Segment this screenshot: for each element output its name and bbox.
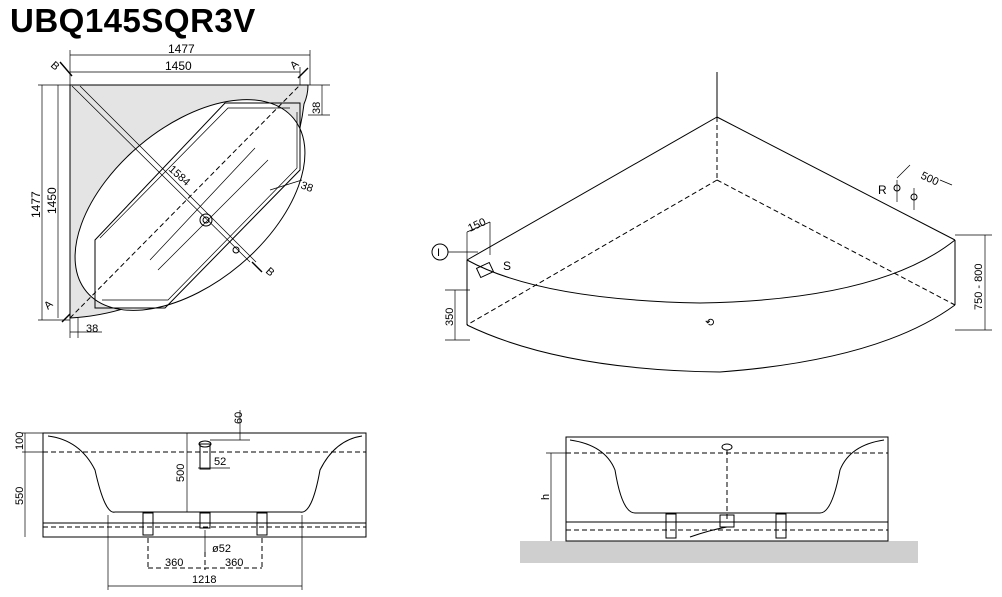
seat-outline	[94, 102, 301, 309]
section-view-left: 100 550 60 500 52 ø52 360 360 1218	[14, 410, 367, 590]
section-a-bottom: A	[42, 298, 56, 312]
dim-width-inner: 1450	[165, 59, 192, 73]
product-title: UBQ145SQR3V	[10, 2, 256, 39]
iso-dim-350: 350	[444, 308, 456, 326]
overflow-icon	[232, 246, 240, 254]
dim-height-inner: 1450	[45, 187, 59, 214]
dim-rim-right: 38	[311, 102, 323, 114]
floor-slab	[520, 541, 918, 563]
section-left-basin	[47, 435, 363, 513]
dim-width-outer: 1477	[168, 42, 195, 56]
isometric-view: ⟲ 150 I S 350 R 500 750 - 800	[431, 72, 992, 373]
iso-dim-500: 500	[919, 170, 941, 189]
top-view: 1477 1450 1477 1450 38 38 38 1584 B B A …	[29, 42, 330, 338]
sec-dim-550: 550	[14, 487, 26, 505]
drain-symbol-icon: ⟲	[705, 317, 714, 329]
section-b-top: B	[48, 59, 61, 73]
section-view-right: h	[520, 436, 918, 563]
bath-basin-ellipse	[74, 99, 306, 311]
sec-dim-h: h	[540, 494, 552, 500]
iso-label-s: S	[503, 259, 511, 273]
sec-dim-52: 52	[214, 456, 226, 468]
iso-dim-150: 150	[466, 216, 488, 235]
iso-rim-arc	[466, 239, 956, 304]
section-b-bottom: B	[263, 265, 276, 279]
sec-dim-1218: 1218	[192, 574, 216, 586]
sec-dim-360-b: 360	[225, 557, 243, 569]
iso-label-i: I	[437, 247, 440, 259]
iso-dim-750-800: 750 - 800	[973, 264, 985, 310]
sec-dim-60: 60	[233, 412, 245, 424]
sec-dim-100: 100	[14, 432, 26, 450]
dim-height-outer: 1477	[29, 191, 43, 218]
sec-dim-500: 500	[175, 464, 187, 482]
sec-dim-360-a: 360	[165, 557, 183, 569]
sec-dim-d52: ø52	[212, 543, 231, 555]
iso-label-r: R	[878, 183, 887, 197]
dim-rim-arc: 38	[299, 180, 315, 195]
dim-rim-bottom: 38	[86, 323, 98, 335]
drain-icon	[199, 213, 213, 227]
